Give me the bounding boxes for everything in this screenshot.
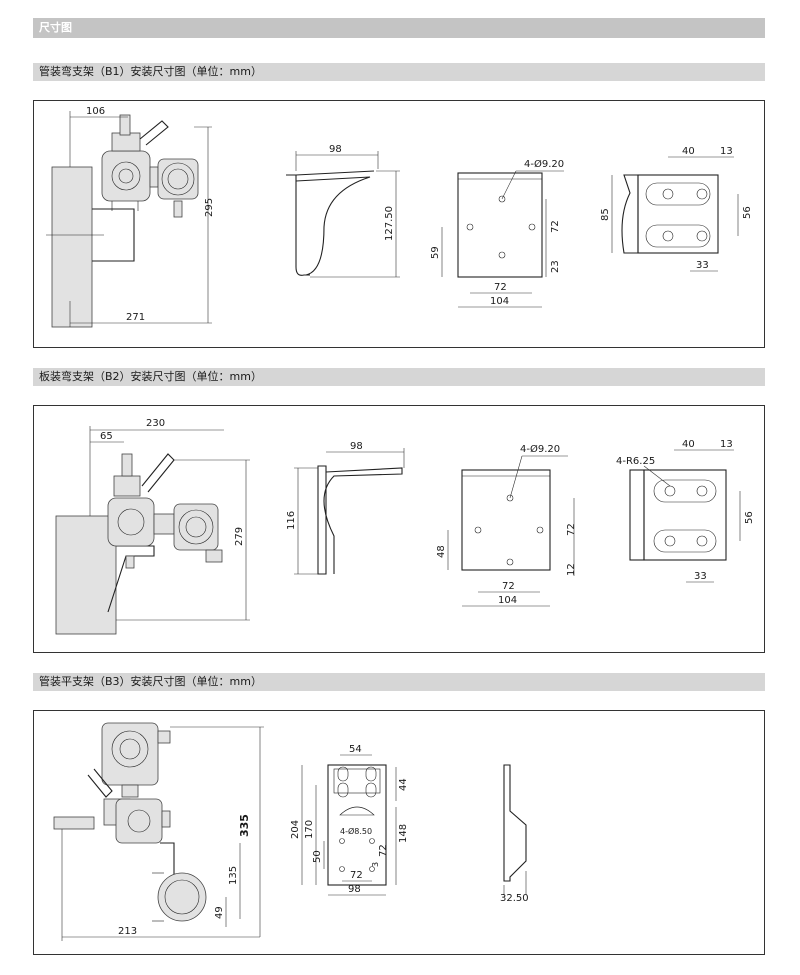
b1-plate-holes: 4-Ø9.20: [524, 158, 564, 170]
b2-bracket-dim-116: 116: [286, 511, 297, 530]
b2-mounting-wall: [55, 515, 117, 635]
b2-dim-65: 65: [100, 431, 113, 442]
b1-dim-295: 295: [204, 198, 215, 217]
b1-plate-dim-72v: 72: [550, 220, 561, 233]
panel-b3: 335 135 49 213 54 44 204 170 148 4-Ø8.50…: [33, 710, 765, 955]
b1-slot-plate-view: 40 13 85 56 33: [600, 146, 753, 272]
b3-bracket-dim-72v: 72: [378, 844, 389, 857]
b3-dim-49: 49: [214, 906, 225, 919]
page-title: 尺寸图: [33, 18, 765, 38]
b3-assembly-dims: 335 135 49 213: [61, 726, 264, 941]
b2-slot-dim-33: 33: [694, 571, 707, 582]
b3-bracket-dim-3: 3: [371, 862, 380, 867]
b2-slot-radius: 4-R6.25: [616, 456, 655, 467]
b3-bracket-dim-72h: 72: [350, 870, 363, 881]
b1-dim-271: 271: [126, 312, 145, 323]
panel-b1: 106 295 271 98 127.50 4-Ø9.20 72 23: [33, 100, 765, 348]
b2-plate-dim-72h: 72: [502, 581, 515, 592]
b3-bracket-dim-204: 204: [290, 820, 301, 839]
b2-bracket-dim-98: 98: [350, 441, 363, 452]
section-title-b1: 管装弯支架（B1）安装尺寸图（单位：mm）: [33, 63, 765, 81]
b3-bracket-dim-98: 98: [348, 884, 361, 895]
b3-bracket-dim-44: 44: [398, 778, 409, 791]
b3-bracket-front-view: 54 44 204 170 148 4-Ø8.50 50 72 3 72 98: [290, 744, 409, 896]
b1-slot-dim-56: 56: [742, 206, 753, 219]
b1-bracket-dim-98: 98: [329, 144, 342, 155]
b1-slot-dim-13: 13: [720, 146, 733, 157]
b3-bracket-holes: 4-Ø8.50: [340, 826, 372, 836]
b3-bracket-side-view: 32.50: [500, 764, 529, 904]
b1-mounting-pipe: [51, 166, 93, 328]
b2-dim-230: 230: [146, 418, 165, 429]
b2-plate-dim-12: 12: [566, 563, 577, 576]
b1-plate-dim-104: 104: [490, 296, 509, 307]
b2-assembly-dims: 230 65 279: [89, 418, 250, 621]
b2-slot-dim-56: 56: [744, 511, 755, 524]
b2-bracket-side-view: 98 116: [286, 441, 405, 575]
b1-bracket-dim-127: 127.50: [384, 206, 395, 241]
b1-assembly-drawing: [46, 114, 199, 328]
b2-slot-dim-13: 13: [720, 439, 733, 450]
b3-bracket-dim-54: 54: [349, 744, 362, 755]
b3-dim-135: 135: [228, 866, 239, 885]
b1-plate-dim-59: 59: [430, 246, 441, 259]
b2-slot-plate-view: 4-R6.25 40 13 56 33: [616, 439, 755, 583]
b1-plate-dim-72h: 72: [494, 282, 507, 293]
section-title-b2: 板装弯支架（B2）安装尺寸图（单位：mm）: [33, 368, 765, 386]
b1-dim-106: 106: [86, 106, 105, 117]
b1-slot-dim-40: 40: [682, 146, 695, 157]
b3-dim-213: 213: [118, 926, 137, 937]
b2-plate-dim-48: 48: [436, 545, 447, 558]
b2-plate-dim-72v: 72: [566, 523, 577, 536]
b1-assembly-dims: 106 295 271: [69, 106, 215, 327]
b3-bracket-dim-50: 50: [312, 850, 323, 863]
b3-bracket-dim-148: 148: [398, 824, 409, 843]
b3-assembly-drawing: [53, 722, 207, 922]
section-title-b3: 管装平支架（B3）安装尺寸图（单位：mm）: [33, 673, 765, 691]
b1-plate-front-view: 4-Ø9.20 72 23 59 72 104: [430, 158, 564, 308]
b2-dim-279: 279: [234, 527, 245, 546]
b1-slot-dim-33: 33: [696, 260, 709, 271]
b2-plate-dim-104: 104: [498, 595, 517, 606]
panel-b2: 230 65 279 98 116 4-Ø9.20 72 12 48: [33, 405, 765, 653]
b1-bracket-side-view: 98 127.50: [286, 144, 400, 278]
b1-plate-dim-23: 23: [550, 260, 561, 273]
b3-dim-335: 335: [238, 814, 251, 837]
b2-slot-dim-40: 40: [682, 439, 695, 450]
b1-slot-dim-85: 85: [600, 208, 611, 221]
b3-bracket-dim-170: 170: [304, 820, 315, 839]
b3-bracket-dim-3250: 32.50: [500, 893, 529, 904]
b2-plate-front-view: 4-Ø9.20 72 12 48 72 104: [436, 443, 577, 607]
b2-assembly-drawing: [55, 453, 223, 635]
b2-plate-holes: 4-Ø9.20: [520, 443, 560, 455]
